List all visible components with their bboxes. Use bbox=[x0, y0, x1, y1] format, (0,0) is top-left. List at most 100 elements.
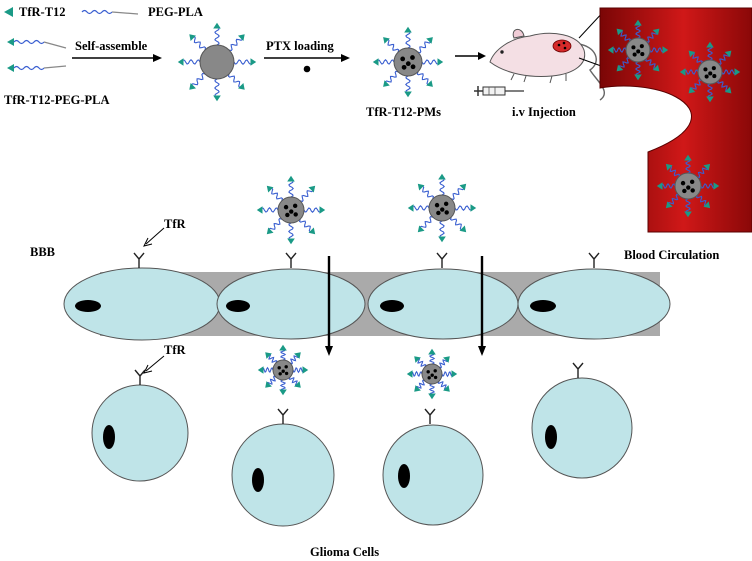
ptx-drug-dot bbox=[284, 365, 288, 369]
self-assemble-label: Self-assemble bbox=[75, 39, 148, 53]
conjugate-molecules bbox=[7, 38, 67, 72]
receptor-pointer-glioma bbox=[143, 355, 165, 374]
ptx-drug-dot bbox=[400, 56, 406, 62]
ptx-drug-dot bbox=[410, 64, 416, 70]
glioma-cells-label: Glioma Cells bbox=[310, 545, 379, 559]
ptx-drug-dot bbox=[426, 370, 430, 374]
cell-nucleus bbox=[226, 300, 250, 312]
glioma-cell bbox=[531, 377, 633, 479]
circulation-label: Blood Circulation bbox=[624, 248, 719, 262]
ptx-drug-dot bbox=[704, 74, 709, 79]
ptx-drug-dot bbox=[430, 373, 434, 377]
ptx-drug-dot bbox=[680, 180, 686, 186]
receptor-pointer-bbb bbox=[143, 227, 165, 247]
ptx-drug-dot bbox=[410, 55, 415, 60]
ptx-drug-dot bbox=[708, 71, 713, 76]
ptx-drug-dot bbox=[292, 203, 298, 209]
tfr-receptor-icon bbox=[572, 362, 584, 378]
ptx-drug-dot bbox=[433, 375, 438, 380]
ptx-drug-dot bbox=[444, 210, 449, 215]
ptx-drug-dot bbox=[427, 376, 431, 380]
ptx-drug-dot bbox=[689, 179, 695, 185]
ptx-drug-dot bbox=[434, 202, 440, 208]
legend: TfR-T12 PEG-PLA bbox=[4, 5, 203, 19]
ptx-drug-dot bbox=[289, 209, 294, 214]
glioma-cell bbox=[382, 424, 484, 526]
ptx-drug-dot bbox=[285, 212, 290, 218]
ptx-drug-dot bbox=[405, 61, 411, 67]
tfr-receptor-icon bbox=[285, 252, 297, 268]
ptx-drug-dot bbox=[686, 185, 691, 190]
ptx-drug-dot bbox=[632, 52, 637, 57]
cell-nucleus bbox=[545, 425, 557, 449]
tfr-receptor-icon bbox=[588, 252, 600, 268]
cell-nucleus bbox=[530, 300, 556, 312]
tfr-receptor-icon bbox=[133, 252, 145, 268]
ptx-drug-dot bbox=[711, 66, 716, 71]
ptx-drug-dot bbox=[639, 44, 644, 49]
ptx-loading-arrow bbox=[264, 54, 350, 62]
glioma-cell bbox=[231, 423, 335, 527]
ptx-drug-dot bbox=[277, 366, 281, 370]
transcytosis-arrow bbox=[325, 256, 333, 356]
mouse-illustration bbox=[489, 29, 606, 101]
micelle-in-circulation bbox=[679, 41, 741, 103]
ptx-drug-dot bbox=[440, 207, 445, 212]
cell-nucleus bbox=[398, 464, 410, 488]
polymer-legend-icon bbox=[81, 9, 113, 15]
receptor-label-bbb: TfR bbox=[164, 217, 187, 231]
cell-nucleus bbox=[252, 468, 264, 492]
ptx-drug-dot bbox=[436, 210, 441, 216]
ptx-drug-dot bbox=[690, 188, 695, 193]
cell-nucleus bbox=[380, 300, 404, 312]
ptx-drug-dot bbox=[433, 369, 437, 373]
micelle-at-bbb bbox=[256, 175, 326, 245]
micelle-label: TfR-T12-PMs bbox=[366, 105, 441, 119]
tfr-receptor-icon bbox=[277, 408, 289, 424]
ptx-drug-dot bbox=[293, 212, 298, 217]
ptx-drug-dot bbox=[640, 52, 645, 57]
ptx-drug-dot bbox=[636, 49, 641, 54]
ptx-drug-dot bbox=[682, 188, 687, 194]
micelle-at-bbb bbox=[407, 173, 477, 243]
ptx-drug-dot bbox=[443, 201, 449, 207]
ptx-drug-dot bbox=[283, 204, 289, 210]
tfr-receptor-icon bbox=[134, 369, 146, 385]
polymer-legend-label: PEG-PLA bbox=[148, 5, 203, 19]
ptx-drug-dot bbox=[703, 67, 708, 72]
to-injection-arrow bbox=[455, 52, 486, 60]
bbb-label: BBB bbox=[30, 245, 55, 259]
micelle-in-circulation bbox=[607, 19, 669, 81]
micelle-core bbox=[199, 44, 235, 80]
ptx-drug-dot bbox=[284, 371, 289, 376]
tfr-receptor-icon bbox=[436, 252, 448, 268]
empty-micelle bbox=[177, 22, 257, 102]
glioma-cells bbox=[91, 377, 633, 527]
receptor-label-glioma: TfR bbox=[164, 343, 187, 357]
cell-nucleus bbox=[103, 425, 115, 449]
ptx-drug-dot bbox=[631, 45, 636, 50]
endothelial-cell bbox=[517, 268, 671, 340]
injection-label: i.v Injection bbox=[512, 105, 576, 119]
conjugate-label: TfR-T12-PEG-PLA bbox=[4, 93, 110, 107]
micelle-in-circulation bbox=[656, 154, 720, 218]
ptx-drug-dot bbox=[401, 64, 407, 70]
ligand-legend-label: TfR-T12 bbox=[19, 5, 66, 19]
drug-loaded-micelle bbox=[372, 26, 444, 98]
micelle-at-glioma bbox=[406, 348, 458, 400]
blood-vessel bbox=[599, 7, 752, 233]
ptx-drug-dot bbox=[303, 65, 311, 73]
self-assemble-arrow bbox=[72, 54, 162, 62]
micelles-and-receptors bbox=[133, 19, 741, 424]
syringe-icon bbox=[474, 86, 524, 96]
ptx-loading-label: PTX loading bbox=[266, 39, 334, 53]
tfr-receptor-icon bbox=[424, 408, 436, 424]
ptx-drug-dot bbox=[278, 372, 282, 376]
transcytosis-arrow bbox=[478, 256, 486, 356]
micelle-at-glioma bbox=[257, 344, 309, 396]
ligand-legend-icon bbox=[4, 7, 13, 17]
cell-nucleus bbox=[75, 300, 101, 312]
ptx-drug-dot bbox=[712, 74, 717, 79]
